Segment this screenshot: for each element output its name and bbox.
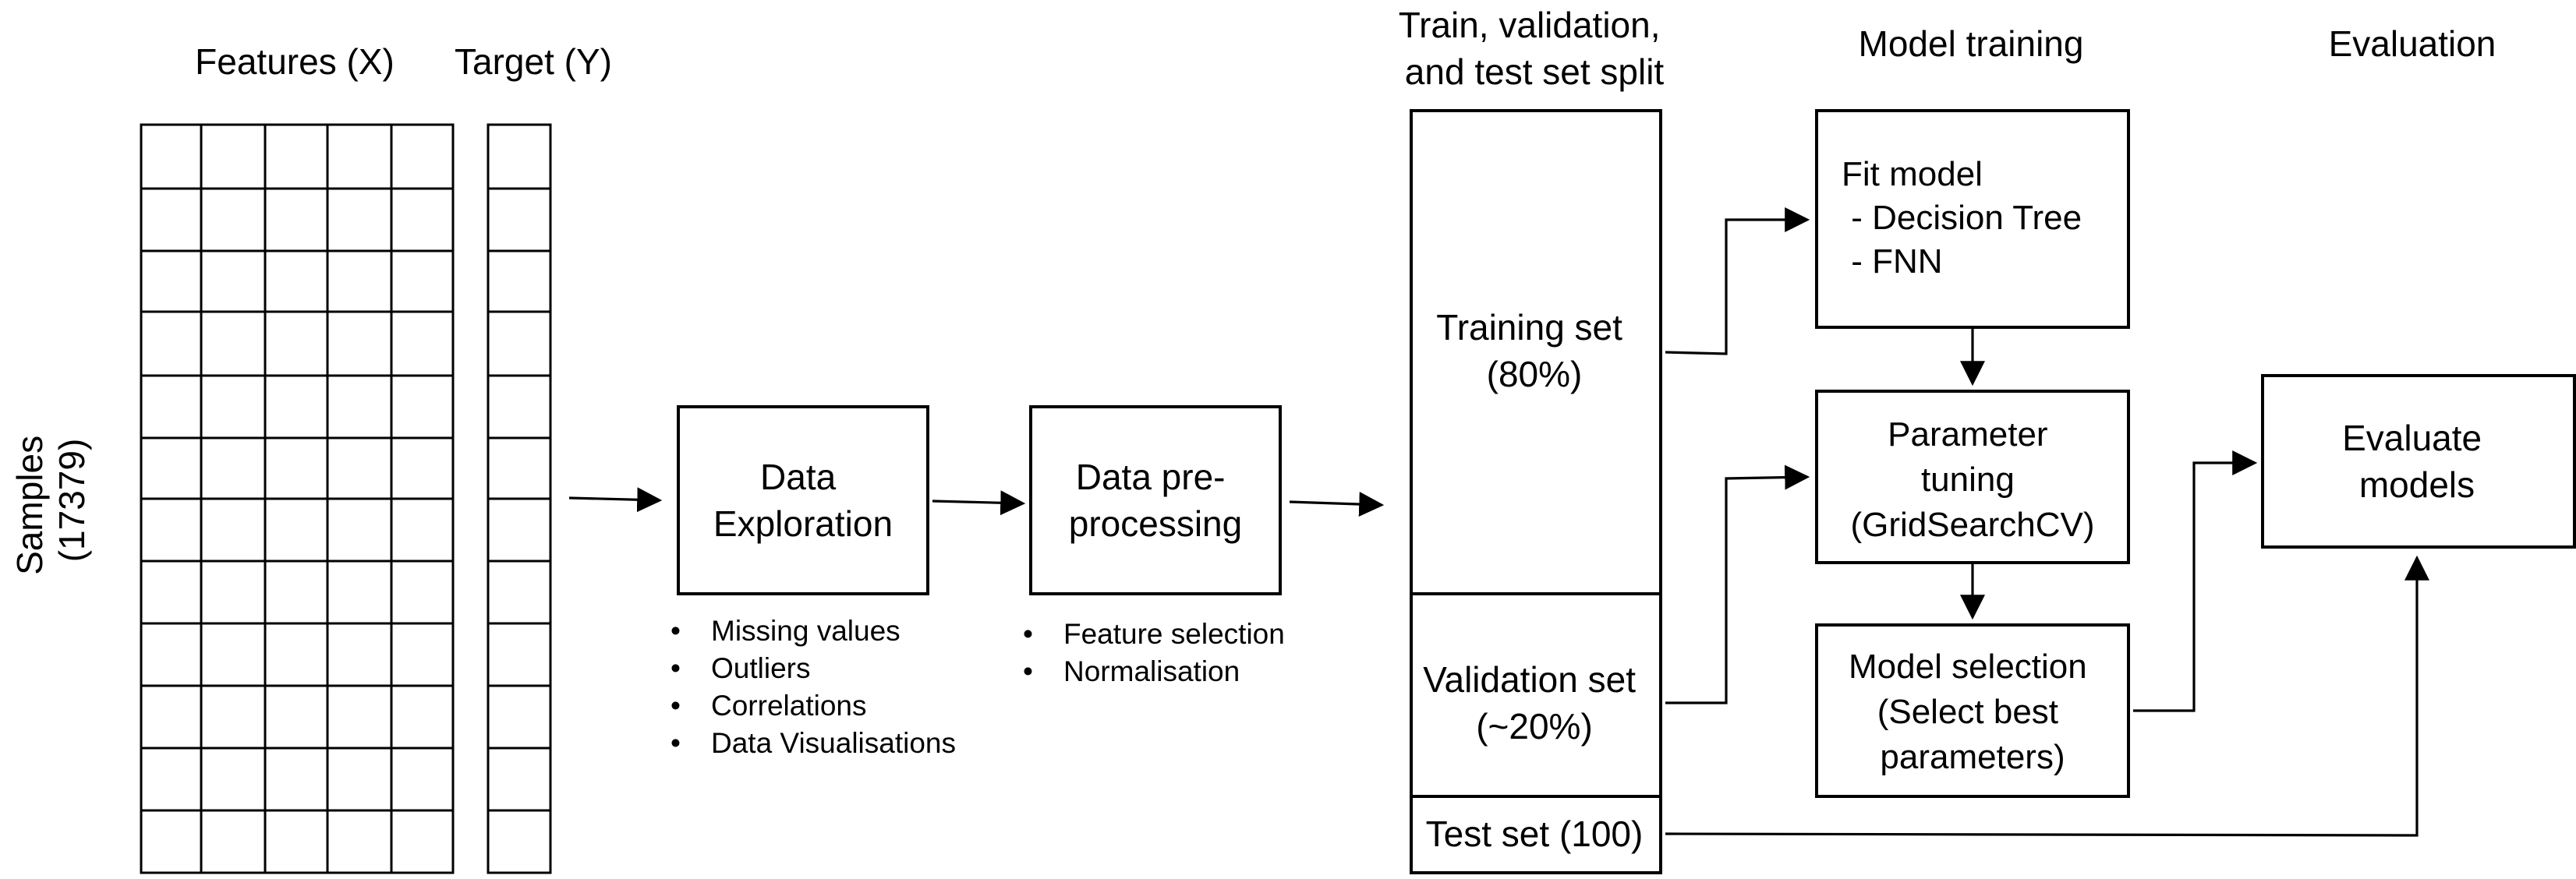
parameter-tuning-label-line-1: Parameter — [1888, 415, 2047, 454]
bullet-dot: • — [671, 727, 681, 759]
fit-model-title: Fit model — [1842, 155, 1983, 193]
training-set-label-line-2: (80%) — [1487, 354, 1583, 394]
exploration-bullet: Data Visualisations — [711, 727, 956, 759]
model-selection-label-line-3: parameters) — [1880, 738, 2065, 776]
features-matrix — [140, 123, 455, 874]
data-preprocessing-label-line-1: Data pre- — [1076, 457, 1226, 497]
split-stage-title-line-1: Train, validation, — [1399, 5, 1661, 45]
arrow-training-to-fit-model — [1665, 207, 1810, 355]
model-selection-box — [1815, 623, 2130, 798]
model-training-title: Model training — [1859, 23, 2084, 64]
data-preprocessing-box — [1029, 405, 1282, 595]
bullet-dot: • — [1023, 618, 1033, 650]
split-stage-title-line-2: and test set split — [1405, 51, 1665, 92]
data-exploration-box — [677, 405, 929, 595]
samples-label-line-1: Samples — [9, 436, 50, 575]
data-exploration-label-line-2: Exploration — [713, 503, 893, 544]
bullet-dot: • — [671, 652, 681, 684]
target-column — [487, 123, 552, 874]
preprocessing-bullets: • Feature selection • Normalisation — [1023, 618, 1285, 687]
bullet-dot: • — [671, 690, 681, 722]
training-set-box — [1410, 109, 1662, 595]
evaluate-models-label: Evaluate models — [2342, 418, 2492, 505]
data-preprocessing-label-line-2: processing — [1069, 503, 1242, 544]
target-title: Target (Y) — [455, 41, 612, 82]
evaluate-models-label-line-2: models — [2359, 464, 2475, 505]
features-title: Features (X) — [195, 41, 395, 82]
preprocessing-bullet: Normalisation — [1063, 655, 1240, 687]
fit-model-item-decision-tree: - Decision Tree — [1842, 199, 2082, 237]
arrow-preprocessing-to-split — [1289, 492, 1385, 517]
arrow-exploration-to-preprocessing — [932, 490, 1026, 516]
data-exploration-label-line-1: Data — [760, 457, 837, 497]
preprocessing-bullet: Feature selection — [1063, 618, 1285, 650]
arrow-selection-to-evaluate — [2133, 450, 2258, 712]
samples-label-line-2: (17379) — [51, 439, 92, 563]
parameter-tuning-label: Parameter tuning (GridSearchCV) — [1851, 415, 2095, 544]
arrow-validation-to-tuning — [1665, 464, 1810, 704]
test-set-label: Test set (100) — [1426, 814, 1644, 854]
exploration-bullet: Correlations — [711, 690, 866, 722]
test-set-box — [1410, 795, 1662, 874]
fit-model-box — [1815, 109, 2130, 329]
exploration-bullet: Missing values — [711, 615, 901, 647]
parameter-tuning-label-line-3: (GridSearchCV) — [1851, 506, 2095, 544]
bullet-dot: • — [671, 615, 681, 647]
split-stage-title: Train, validation, and test set split — [1399, 5, 1671, 92]
evaluation-title: Evaluation — [2329, 23, 2496, 64]
arrow-test-to-evaluate — [1665, 555, 2429, 837]
exploration-bullets: • Missing values • Outliers • Correlatio… — [671, 615, 956, 759]
parameter-tuning-box — [1815, 390, 2130, 564]
model-selection-label-line-2: (Select best — [1877, 693, 2058, 731]
validation-set-label-line-2: (~20%) — [1476, 706, 1593, 747]
fit-model-item-fnn: - FNN — [1842, 242, 1943, 281]
arrow-dataset-to-exploration — [568, 487, 663, 513]
validation-set-label: Validation set (~20%) — [1423, 659, 1646, 747]
data-exploration-label: Data Exploration — [713, 457, 893, 544]
samples-label: Samples (17379) — [9, 425, 92, 575]
bullet-dot: • — [1023, 655, 1033, 687]
exploration-bullet: Outliers — [711, 652, 810, 684]
training-set-label-line-1: Training set — [1436, 307, 1622, 348]
parameter-tuning-label-line-2: tuning — [1921, 461, 2015, 499]
validation-set-label-line-1: Validation set — [1423, 659, 1636, 700]
evaluate-models-box — [2261, 374, 2576, 549]
training-set-label: Training set (80%) — [1436, 307, 1632, 394]
evaluate-models-label-line-1: Evaluate — [2342, 418, 2482, 458]
model-selection-label: Model selection (Select best parameters) — [1849, 648, 2097, 776]
model-selection-label-line-1: Model selection — [1849, 648, 2087, 686]
validation-set-box — [1410, 592, 1662, 798]
data-preprocessing-label: Data pre- processing — [1069, 457, 1242, 544]
